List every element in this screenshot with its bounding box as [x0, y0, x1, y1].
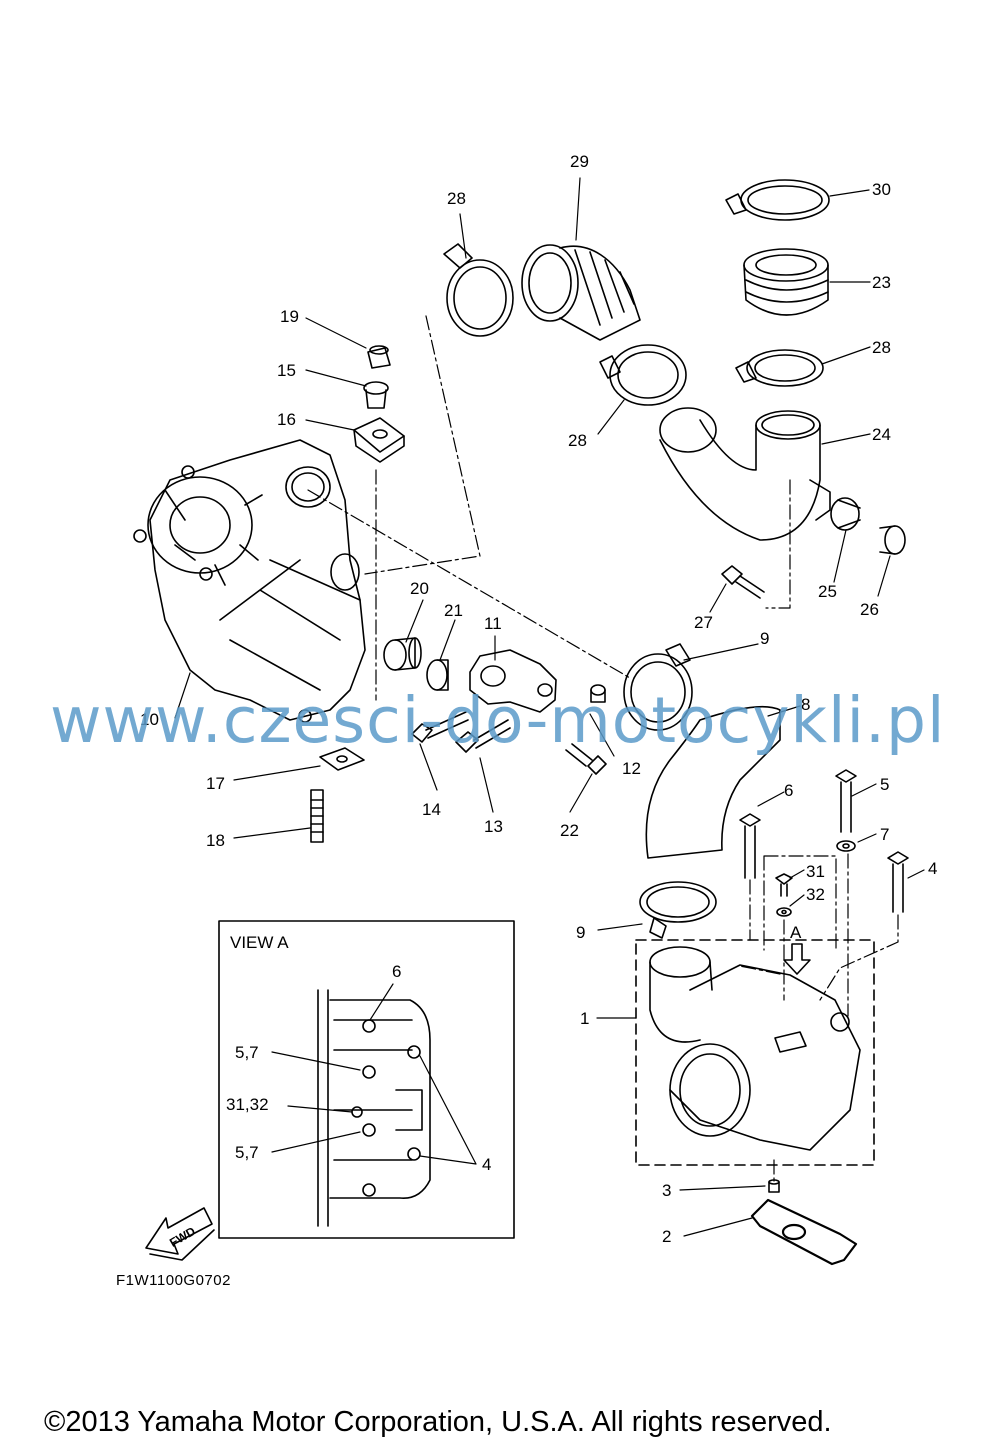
view-a-inset — [218, 920, 515, 1239]
part-15-grommet — [363, 381, 389, 409]
part-28-clamp-right — [735, 349, 824, 387]
part-26-cap — [879, 525, 906, 555]
callout-28-mid: 28 — [568, 431, 587, 450]
assembly-lines — [307, 315, 899, 1183]
callout-18: 18 — [206, 831, 225, 850]
callout-23: 23 — [872, 273, 891, 292]
view-a-label-6: 6 — [392, 962, 401, 981]
part-22-bolt — [565, 743, 607, 775]
callout-25: 25 — [818, 582, 837, 601]
callout-6: 6 — [784, 781, 793, 800]
part-1-pump-unit — [635, 939, 875, 1166]
callout-32: 32 — [806, 885, 825, 904]
callout-20: 20 — [410, 579, 429, 598]
part-29-bellows-hose — [521, 244, 641, 341]
callout-9-upper: 9 — [760, 629, 769, 648]
part-24-elbow-pipe — [659, 407, 831, 541]
part-7-washer — [836, 840, 856, 852]
part-13-bolt — [455, 719, 511, 753]
view-a-label-31-32: 31,32 — [226, 1095, 269, 1114]
callout-28-left: 28 — [447, 189, 466, 208]
callout-21: 21 — [444, 601, 463, 620]
callout-7: 7 — [880, 825, 889, 844]
fwd-arrow — [145, 1207, 215, 1261]
callout-10: 10 — [140, 710, 159, 729]
view-a-label-4: 4 — [482, 1155, 491, 1174]
part-16-damper — [353, 417, 405, 463]
part-28-clamp-mid — [599, 344, 687, 406]
watermark: www.czesci-do-motocykli.pl — [50, 684, 946, 757]
view-a-label-5-7-upper: 5,7 — [235, 1043, 259, 1062]
part-27-bolt — [721, 565, 765, 599]
callout-29: 29 — [570, 152, 589, 171]
callout-31: 31 — [806, 862, 825, 881]
callout-2: 2 — [662, 1227, 671, 1246]
callout-12: 12 — [622, 759, 641, 778]
part-30-clamp — [725, 179, 830, 221]
part-32-washer — [776, 907, 792, 917]
callout-11: 11 — [484, 614, 502, 633]
callout-3: 3 — [662, 1181, 671, 1200]
callout-16: 16 — [277, 410, 296, 429]
diagram-code: F1W1100G0702 — [116, 1272, 231, 1289]
callout-1: 1 — [580, 1009, 589, 1028]
part-11-bracket — [469, 649, 557, 713]
callout-19: 19 — [280, 307, 299, 326]
callout-labels: 1 2 3 4 5 6 7 8 9 9 10 11 12 13 14 15 16… — [140, 152, 937, 1250]
callout-17: 17 — [206, 774, 225, 793]
fwd-label: FWD — [167, 1224, 198, 1250]
part-5-bolt — [835, 769, 857, 833]
part-18-stud — [310, 789, 324, 843]
part-8-hose — [645, 705, 781, 859]
view-a-leaders — [271, 983, 477, 1165]
view-a-arrow — [783, 943, 811, 975]
part-9-clamp-upper — [623, 643, 693, 731]
callout-27: 27 — [694, 613, 713, 632]
callout-26: 26 — [860, 600, 879, 619]
callout-13: 13 — [484, 817, 503, 836]
view-a-title: VIEW A — [230, 933, 289, 952]
part-3-dowel — [768, 1179, 780, 1193]
callout-30: 30 — [872, 180, 891, 199]
view-a-label-5-7-lower: 5,7 — [235, 1143, 259, 1162]
callout-15: 15 — [277, 361, 296, 380]
part-31-bolt — [775, 873, 793, 897]
callout-22: 22 — [560, 821, 579, 840]
part-10-housing — [133, 439, 366, 723]
part-28-clamp-upper-left — [443, 243, 514, 337]
copyright-notice: ©2013 Yamaha Motor Corporation, U.S.A. A… — [44, 1406, 832, 1438]
callout-28-right: 28 — [872, 338, 891, 357]
callout-14: 14 — [422, 800, 441, 819]
callout-9-lower: 9 — [576, 923, 585, 942]
part-17-plate — [319, 747, 365, 771]
part-21-rubber — [426, 659, 449, 691]
part-9-clamp-lower — [639, 881, 717, 939]
callout-5: 5 — [880, 775, 889, 794]
part-6-bolt — [739, 813, 761, 879]
callout-4: 4 — [928, 859, 937, 878]
part-12-collar — [590, 684, 606, 703]
arrow-a-label: A — [790, 923, 802, 942]
part-14-bolt — [411, 711, 469, 743]
part-20-collar — [383, 637, 422, 671]
part-23-boot — [743, 248, 829, 316]
leader-lines — [174, 177, 925, 1237]
part-19-cap — [367, 345, 391, 369]
callout-24: 24 — [872, 425, 891, 444]
part-2-gasket — [750, 1198, 858, 1266]
part-4-bolt — [887, 851, 909, 913]
part-25-grommet — [830, 497, 861, 531]
callout-8: 8 — [801, 695, 810, 714]
